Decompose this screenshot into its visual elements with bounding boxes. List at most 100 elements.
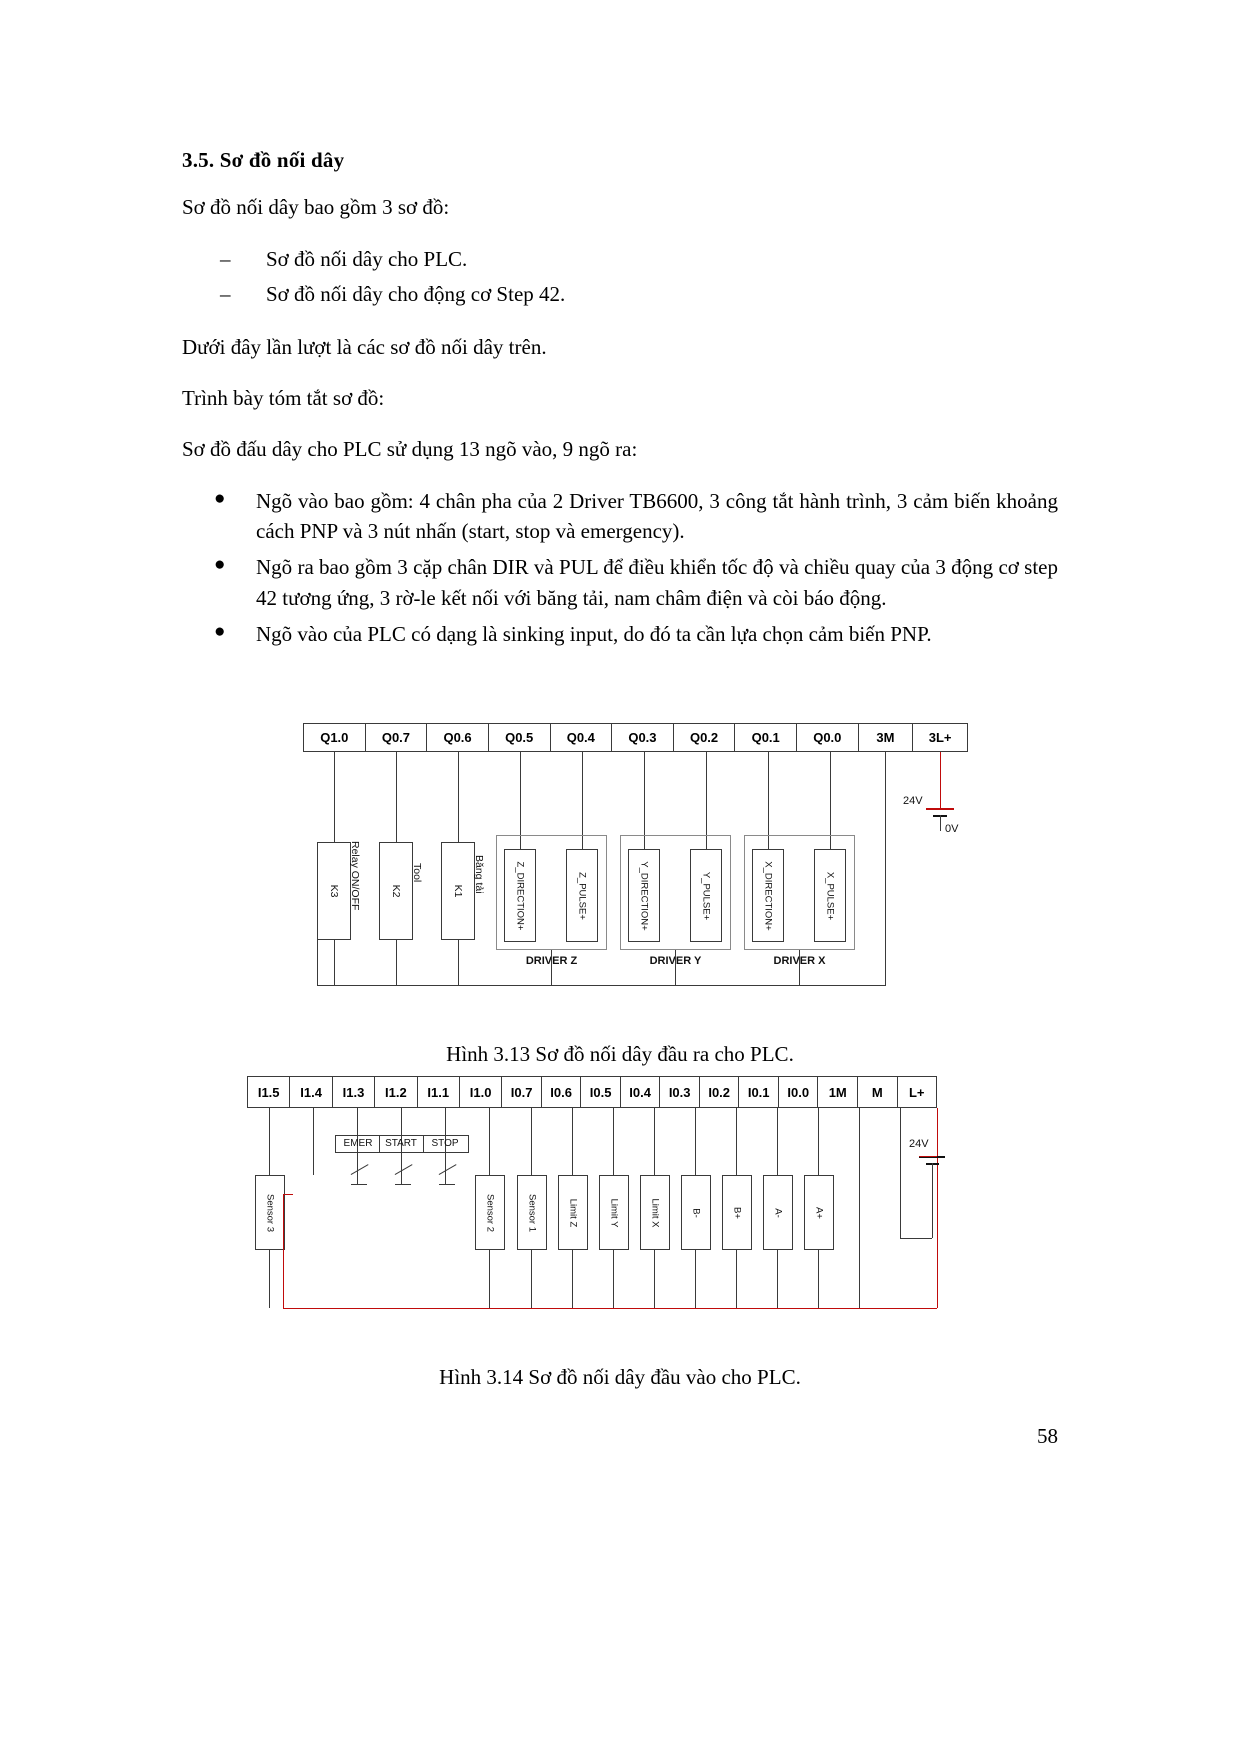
terminal-i0-3[interactable]: I0.3	[660, 1077, 700, 1107]
paragraph-plc: Sơ đồ đấu dây cho PLC sử dụng 13 ngõ vào…	[182, 436, 638, 461]
in-component-b-plus[interactable]: B+	[722, 1175, 752, 1250]
terminal-q0-1[interactable]: Q0.1	[735, 724, 797, 751]
bullet-marker: ●	[214, 487, 226, 509]
switch-caption-rule	[335, 1135, 469, 1137]
wire-q0-0	[830, 752, 832, 849]
wire-q0-1	[768, 752, 770, 849]
terminal-m[interactable]: M	[857, 1077, 898, 1107]
bullet-marker: ●	[214, 620, 226, 642]
terminal-i0-1[interactable]: I0.1	[739, 1077, 779, 1107]
terminal-q0-0[interactable]: Q0.0	[797, 724, 859, 751]
terminal-3m[interactable]: 3M	[858, 724, 914, 751]
in-return-sensor-1	[531, 1250, 533, 1308]
wire-3m	[885, 752, 887, 985]
terminal-i0-2[interactable]: I0.2	[699, 1077, 740, 1107]
in-component-a-minus[interactable]: A-	[763, 1175, 793, 1250]
terminal-i1-2[interactable]: I1.2	[375, 1077, 418, 1107]
wire-q0-4	[582, 752, 584, 849]
in-component-sensor-2[interactable]: Sensor 2	[475, 1175, 505, 1250]
in-component-b-minus[interactable]: B-	[681, 1175, 711, 1250]
in-component-a-plus[interactable]: A+	[804, 1175, 834, 1250]
return-driver-x	[799, 950, 801, 985]
in-return-limit-x	[654, 1250, 656, 1308]
figure-input-wiring: I1.5 I1.4 I1.3 I1.2 I1.1 I1.0 I0.7 I0.6 …	[247, 1076, 945, 1342]
terminal-3l-plus[interactable]: 3L+	[913, 724, 967, 751]
switch-emer-contact[interactable]	[350, 1164, 369, 1176]
in-wire-i0-3	[695, 1108, 697, 1175]
switch-stop-base	[439, 1184, 455, 1186]
terminal-1m[interactable]: 1M	[818, 1077, 858, 1107]
in-wire-i1-3	[357, 1108, 359, 1170]
in-return-sensor-2	[489, 1250, 491, 1308]
in-component-sensor-1[interactable]: Sensor 1	[517, 1175, 547, 1250]
terminal-i0-6[interactable]: I0.6	[541, 1077, 582, 1107]
terminal-q0-3[interactable]: Q0.3	[612, 724, 674, 751]
terminal-q0-5[interactable]: Q0.5	[488, 724, 551, 751]
component-k3[interactable]: K3	[317, 842, 351, 940]
paragraph-after-list: Dưới đây lần lượt là các sơ đồ nối dây t…	[182, 334, 547, 359]
switch-stop-caption: STOP	[431, 1138, 459, 1149]
terminal-q0-7[interactable]: Q0.7	[365, 724, 428, 751]
return-k3	[334, 940, 336, 985]
component-y-pulse[interactable]: Y_PULSE+	[690, 849, 722, 942]
bullet-list-item: ● Ngõ vào của PLC có dạng là sinking inp…	[200, 619, 1058, 649]
terminal-i1-0[interactable]: I1.0	[459, 1077, 503, 1107]
in-component-limit-y[interactable]: Limit Y	[599, 1175, 629, 1250]
in-battery-lead	[932, 1163, 934, 1238]
in-wire-l-plus	[937, 1108, 939, 1308]
in-return-a-minus	[777, 1250, 779, 1308]
terminal-i1-3[interactable]: I1.3	[332, 1077, 376, 1107]
page-content: 3.5. Sơ đồ nối dây Sơ đồ nối dây bao gồm…	[182, 148, 1058, 667]
label-tool: Tool	[411, 863, 423, 883]
terminal-q1-0[interactable]: Q1.0	[304, 724, 366, 751]
bullet-item-text: Ngõ vào bao gồm: 4 chân pha của 2 Driver…	[256, 488, 1058, 544]
terminal-i1-5[interactable]: I1.5	[248, 1077, 291, 1107]
in-wire-i1-2	[401, 1108, 403, 1170]
m-to-battery	[900, 1238, 932, 1240]
terminal-i0-0[interactable]: I0.0	[778, 1077, 819, 1107]
component-k3-label: K3	[328, 884, 340, 898]
component-k1[interactable]: K1	[441, 842, 475, 940]
component-k2[interactable]: K2	[379, 842, 413, 940]
terminal-i0-7[interactable]: I0.7	[502, 1077, 542, 1107]
component-z-direction[interactable]: Z_DIRECTION+	[504, 849, 536, 942]
component-x-direction[interactable]: X_DIRECTION+	[752, 849, 784, 942]
input-terminal-strip: I1.5 I1.4 I1.3 I1.2 I1.1 I1.0 I0.7 I0.6 …	[247, 1076, 937, 1108]
return-bus	[317, 985, 886, 987]
dash-list-item: – Sơ đồ nối dây cho PLC.	[220, 244, 1058, 276]
figure-output-wiring: Q1.0 Q0.7 Q0.6 Q0.5 Q0.4 Q0.3 Q0.2 Q0.1 …	[303, 723, 968, 1013]
in-return-sensor-3	[269, 1250, 271, 1308]
red-bus-left-vertical	[283, 1194, 285, 1308]
terminal-i1-1[interactable]: I1.1	[417, 1077, 460, 1107]
switch-caption-sep-0	[335, 1135, 337, 1152]
terminal-i0-5[interactable]: I0.5	[581, 1077, 621, 1107]
in-return-limit-z	[572, 1250, 574, 1308]
in-wire-i1-0	[489, 1108, 491, 1175]
terminal-l-plus[interactable]: L+	[897, 1077, 937, 1107]
switch-start-base	[395, 1184, 411, 1186]
terminal-q0-6[interactable]: Q0.6	[427, 724, 489, 751]
switch-emer-stub	[357, 1170, 359, 1184]
in-component-limit-z-label: Limit Z	[567, 1198, 579, 1227]
terminal-q0-2[interactable]: Q0.2	[673, 724, 736, 751]
component-z-pulse[interactable]: Z_PULSE+	[566, 849, 598, 942]
component-y-pulse-label: Y_PULSE+	[700, 871, 712, 920]
in-component-limit-z[interactable]: Limit Z	[558, 1175, 588, 1250]
return-k2	[396, 940, 398, 985]
in-component-sensor-3[interactable]: Sensor 3	[255, 1175, 285, 1250]
terminal-i0-4[interactable]: I0.4	[620, 1077, 661, 1107]
switch-stop-contact[interactable]	[438, 1164, 457, 1176]
dash-list: – Sơ đồ nối dây cho PLC. – Sơ đồ nối dây…	[182, 244, 1058, 311]
wire-3l-plus	[940, 752, 942, 808]
component-z-pulse-label: Z_PULSE+	[576, 871, 588, 920]
component-x-pulse-label: X_PULSE+	[824, 871, 836, 920]
in-component-limit-x[interactable]: Limit X	[640, 1175, 670, 1250]
bullet-item-text: Ngõ ra bao gồm 3 cặp chân DIR và PUL để …	[256, 555, 1058, 610]
component-x-pulse[interactable]: X_PULSE+	[814, 849, 846, 942]
component-y-direction[interactable]: Y_DIRECTION+	[628, 849, 660, 942]
terminal-i1-4[interactable]: I1.4	[290, 1077, 333, 1107]
page-number: 58	[1037, 1424, 1058, 1448]
terminal-q0-4[interactable]: Q0.4	[550, 724, 613, 751]
dash-item-text: Sơ đồ nối dây cho PLC.	[266, 246, 468, 271]
switch-start-contact[interactable]	[394, 1164, 413, 1176]
